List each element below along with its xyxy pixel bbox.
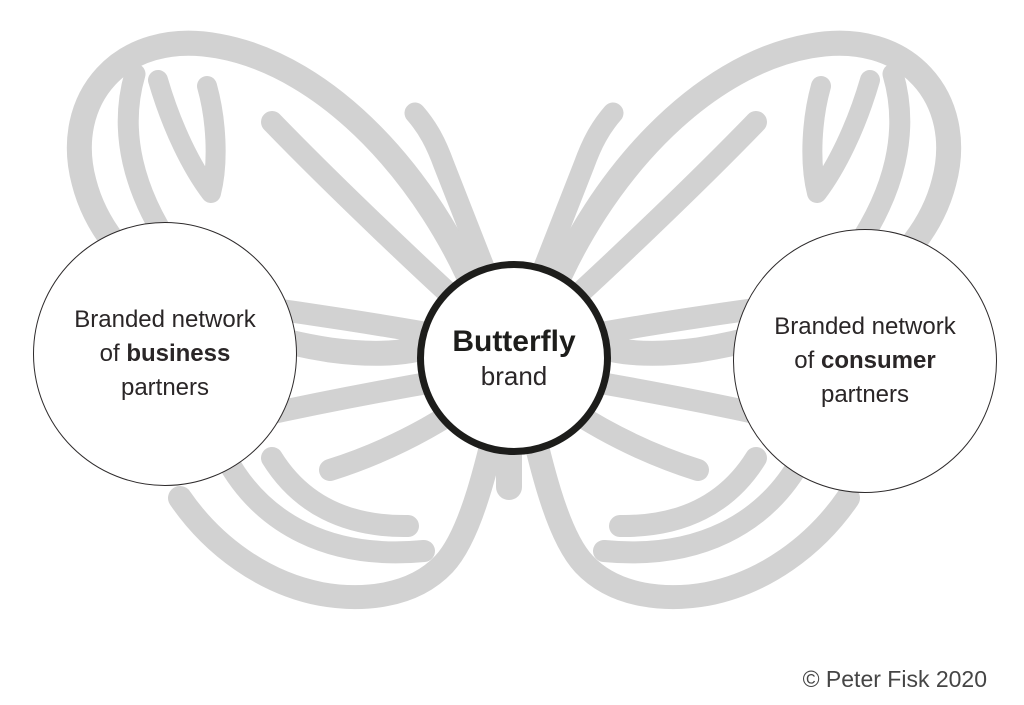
consumer-line-2-prefix: of [794,347,821,374]
brand-subtitle: brand [480,361,548,391]
business-partners-text: Branded network of business partners [34,303,296,405]
lower-wing-arc-1 [215,447,435,564]
brand-title: Butterfly [452,325,576,358]
lower-wing-arc-2 [261,447,419,538]
business-line-1: Branded network [74,306,256,333]
consumer-line-2-bold: consumer [820,347,936,374]
consumer-line-2: of consumer [748,344,982,378]
lower-wing-outline [168,370,518,610]
business-partners-circle: Branded network of business partners [33,222,297,486]
copyright-text: © Peter Fisk 2020 [802,666,987,692]
upper-wing-outline [66,30,491,366]
consumer-line-3: partners [820,381,910,408]
business-line-2-bold: business [126,340,231,367]
butterfly-brand-text: Butterfly brand [424,324,604,392]
consumer-partners-text: Branded network of consumer partners [734,310,996,412]
butterfly-brand-circle: Butterfly brand [417,261,611,455]
consumer-partners-circle: Branded network of consumer partners [733,229,997,493]
business-line-3: partners [120,374,210,401]
business-line-2: of business [48,337,282,371]
upper-wing-hairpin-vein [148,70,226,203]
business-line-2-prefix: of [99,340,127,367]
consumer-line-1: Branded network [774,313,956,340]
